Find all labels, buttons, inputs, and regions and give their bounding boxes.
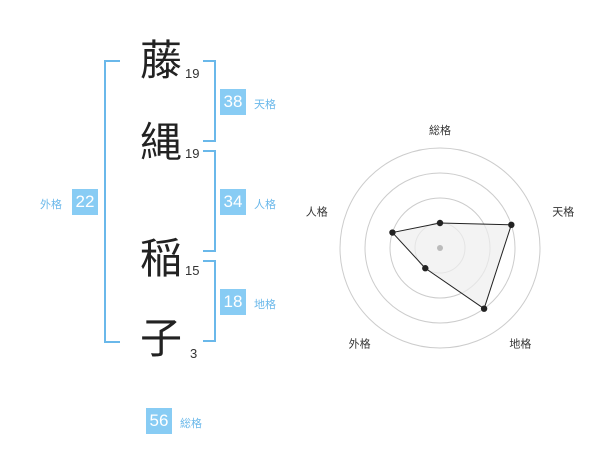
chikaku-label: 地格 — [254, 298, 276, 311]
radar-point-2 — [508, 221, 515, 229]
radar-axis-label: 外格 — [349, 336, 371, 350]
radar-point-1 — [436, 219, 444, 227]
radar-axis-label: 総格 — [429, 123, 451, 137]
radar-point-3 — [480, 305, 488, 312]
chikaku-bracket — [203, 260, 216, 342]
gaikaku-bracket — [104, 60, 120, 343]
radar-point-4 — [422, 265, 429, 272]
tenkaku-bracket — [203, 60, 216, 142]
jinkaku-badge: 34 — [220, 189, 246, 215]
stroke-count-2: 19 — [185, 146, 200, 161]
radar-ring — [339, 147, 541, 349]
chikaku-badge: 18 — [220, 289, 246, 315]
stroke-count-3: 15 — [185, 263, 200, 278]
name-char-2: 縄 — [140, 118, 183, 167]
radar-axis-label: 天格 — [552, 205, 574, 219]
name-char-3: 稲 — [140, 234, 183, 283]
radar-ring — [364, 172, 516, 324]
tenkaku-label: 天格 — [254, 98, 276, 111]
tenkaku-badge: 38 — [220, 89, 246, 115]
stroke-count-4: 3 — [190, 346, 198, 361]
soukaku-label: 総格 — [180, 417, 202, 430]
jinkaku-label: 人格 — [254, 198, 276, 211]
radar-axis-label: 地格 — [509, 336, 531, 350]
radar-axis-label: 人格 — [306, 205, 328, 219]
name-char-1: 藤 — [140, 36, 183, 85]
soukaku-badge: 56 — [146, 408, 172, 434]
stroke-count-1: 19 — [185, 66, 200, 81]
name-char-4: 子 — [140, 314, 183, 363]
gaikaku-badge: 22 — [72, 189, 98, 215]
radar-center-dot — [437, 245, 443, 251]
gaikaku-label: 外格 — [40, 198, 62, 211]
jinkaku-bracket — [203, 150, 216, 252]
radar-point-5 — [389, 229, 396, 236]
radar-polygon — [391, 222, 513, 310]
